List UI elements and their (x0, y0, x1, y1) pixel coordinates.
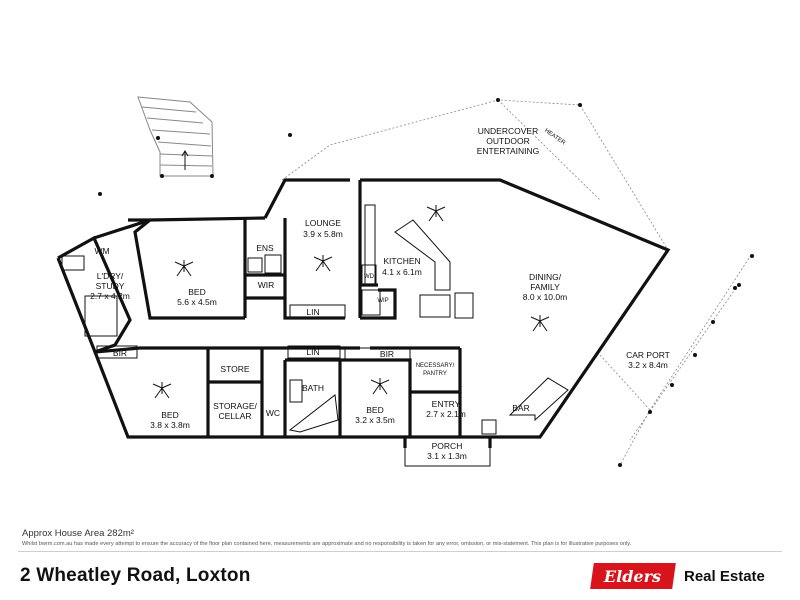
label-bath: BATH (302, 383, 324, 393)
label-kitchen-dims: 4.1 x 6.1m (382, 267, 422, 277)
label-pantry-1: NECESSARY/ (416, 363, 455, 369)
label-store: STORE (220, 364, 249, 374)
house-area: Approx House Area 282m² (22, 528, 134, 539)
label-undercover-3: ENTERTAINING (477, 146, 540, 156)
label-wip: WIP (377, 298, 388, 304)
label-pantry-2: PANTRY (423, 371, 447, 377)
label-storage-2: CELLAR (218, 411, 251, 421)
label-bir-mid: BIR (380, 349, 394, 359)
label-lounge: LOUNGE (305, 218, 341, 228)
label-lounge-dims: 3.9 x 5.8m (303, 229, 343, 239)
brand-suffix: Real Estate (684, 567, 765, 585)
label-carport-dims: 3.2 x 8.4m (628, 360, 668, 370)
label-bir-left: BIR (113, 348, 127, 358)
property-address: 2 Wheatley Road, Loxton (20, 565, 251, 586)
label-bed-master-dims: 5.6 x 4.5m (177, 297, 217, 307)
label-dining-2: FAMILY (530, 282, 560, 292)
walls (56, 178, 671, 448)
room-labels: UNDERCOVER OUTDOOR ENTERTAINING HEATER L… (90, 126, 670, 461)
floor-plan: UNDERCOVER OUTDOOR ENTERTAINING HEATER L… (56, 96, 754, 467)
brand-logo-text: Elders (604, 566, 662, 586)
label-lin-top: LIN (306, 307, 319, 317)
label-laundry-dims: 2.7 x 4.2m (90, 291, 130, 301)
label-entry: ENTRY (432, 399, 461, 409)
label-dining-dims: 8.0 x 10.0m (523, 292, 567, 302)
label-wm: WM (94, 246, 109, 256)
label-bar: BAR (512, 403, 529, 413)
label-laundry-1: L'DRY/ (97, 271, 124, 281)
ceiling-fans (152, 205, 550, 399)
label-porch: PORCH (432, 441, 463, 451)
label-bed-mid: BED (366, 405, 383, 415)
label-bed-mid-dims: 3.2 x 3.5m (355, 415, 395, 425)
stairs (137, 96, 214, 177)
label-wd: WD (364, 274, 375, 280)
label-wc: WC (266, 408, 280, 418)
label-bed-left-dims: 3.8 x 3.8m (150, 420, 190, 430)
label-wir: WIR (258, 280, 275, 290)
label-bed-left: BED (161, 410, 178, 420)
label-entry-dims: 2.7 x 2.1m (426, 409, 466, 419)
footer-divider (18, 551, 782, 552)
fixtures (61, 204, 569, 467)
label-lin-mid: LIN (306, 347, 319, 357)
label-porch-dims: 3.1 x 1.3m (427, 451, 467, 461)
label-laundry-2: STUDY (96, 281, 125, 291)
label-dining-1: DINING/ (529, 272, 562, 282)
label-carport: CAR PORT (626, 350, 670, 360)
label-heater: HEATER (543, 128, 567, 147)
posts (98, 98, 754, 467)
label-kitchen: KITCHEN (383, 256, 420, 266)
label-undercover-1: UNDERCOVER (478, 126, 538, 136)
label-ens: ENS (256, 243, 274, 253)
label-storage-1: STORAGE/ (213, 401, 257, 411)
brand-logo: Elders (590, 563, 676, 589)
label-bed-master: BED (188, 287, 205, 297)
label-undercover-2: OUTDOOR (486, 136, 529, 146)
brand: Elders Real Estate (590, 563, 765, 589)
disclaimer: Whilst bwrm.com.au has made every attemp… (22, 541, 632, 547)
